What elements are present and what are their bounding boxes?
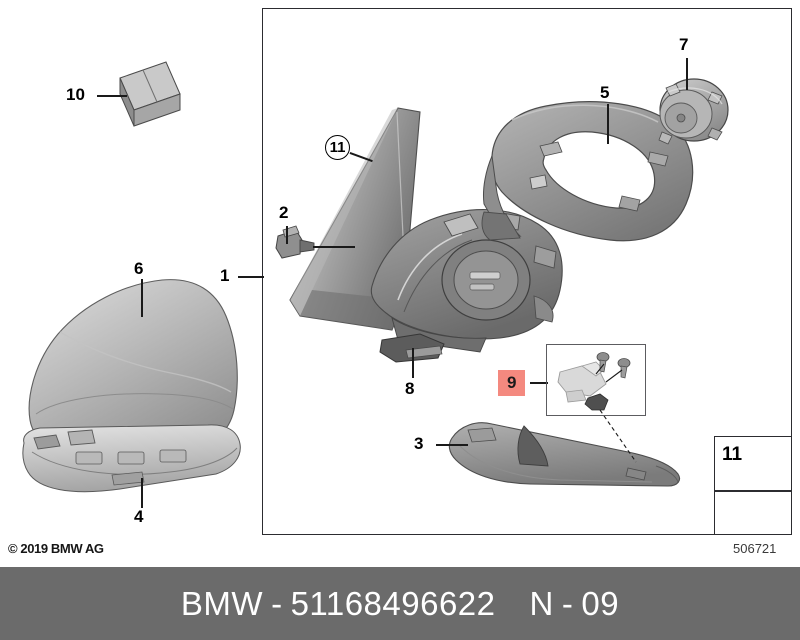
- callout-label-1: 1: [220, 266, 230, 285]
- callout-label-9: 9: [498, 370, 526, 396]
- callout-label-4: 4: [134, 507, 144, 526]
- callout-label-2: 2: [279, 203, 289, 222]
- leader-line-7: [686, 58, 688, 90]
- footer-part-number: 51168496622: [290, 584, 496, 622]
- footer-section-letter: N: [529, 584, 554, 622]
- leader-line-3: [436, 444, 468, 446]
- callout-label-11-glass: 11: [325, 135, 350, 160]
- callout-label-3: 3: [414, 434, 424, 453]
- legend-part-label-11: 11: [722, 444, 743, 465]
- legend-divider: [714, 490, 792, 492]
- callout-label-10: 10: [66, 85, 85, 104]
- leader-line-9: [530, 382, 548, 384]
- leader-line-8: [412, 348, 414, 378]
- part-10-box-art: [119, 61, 181, 127]
- leader-line-10: [97, 95, 127, 97]
- callout-label-5: 5: [600, 83, 610, 102]
- part-9-inset-box: [546, 344, 646, 416]
- leader-line-6: [141, 279, 143, 317]
- footer-brand: BMW: [180, 584, 264, 622]
- legend-box: [714, 436, 792, 535]
- drawing-number: 506721: [733, 541, 777, 556]
- leader-line-2: [286, 226, 288, 244]
- part-4-indicator-art: [22, 424, 241, 493]
- leader-line-4: [141, 478, 143, 508]
- footer-section-number: 09: [581, 584, 620, 622]
- footer-separator-2: -: [561, 584, 574, 622]
- callout-label-6: 6: [134, 259, 144, 278]
- main-diagram-frame: [262, 8, 792, 535]
- leader-line-1: [238, 276, 264, 278]
- footer-bar: BMW - 51168496622 N - 09: [0, 567, 800, 640]
- copyright-notice: © 2019 BMW AG: [8, 541, 104, 556]
- leader-line-2-to-glass: [313, 246, 355, 248]
- callout-label-7: 7: [679, 35, 689, 54]
- callout-label-8: 8: [405, 379, 415, 398]
- footer-separator-1: -: [271, 584, 283, 622]
- leader-line-5: [607, 104, 609, 144]
- part-6-cover-cap-art: [28, 279, 238, 447]
